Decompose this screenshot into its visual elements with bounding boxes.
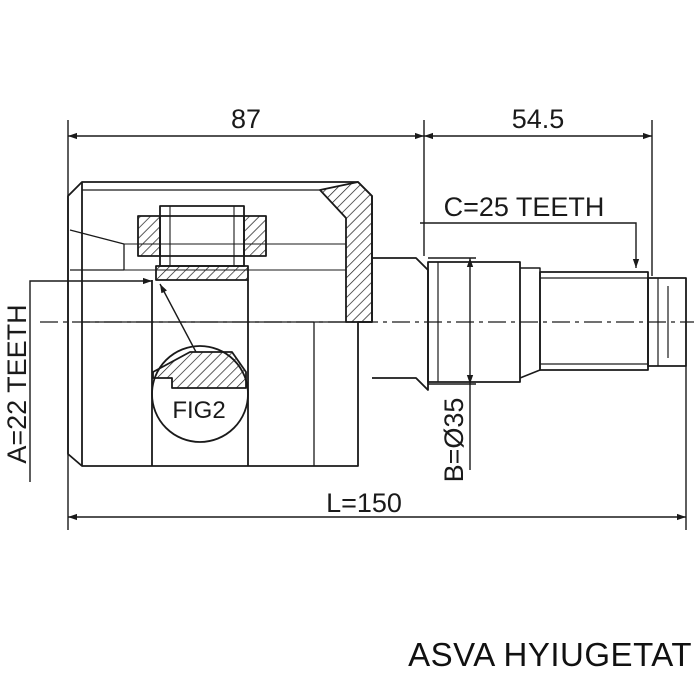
shaft-neck bbox=[372, 257, 429, 391]
tripod-roller-right-hatch bbox=[243, 215, 267, 257]
fig2-leader bbox=[159, 283, 197, 353]
shaft-spline bbox=[539, 271, 649, 371]
dim-inner-spline-label: A=22 TEETH bbox=[2, 304, 32, 463]
dim-length-label: L=150 bbox=[326, 488, 402, 518]
tripod-roller bbox=[159, 205, 245, 267]
fig2-label: FIG2 bbox=[172, 397, 225, 424]
fig2-detail-circle bbox=[151, 345, 249, 443]
product-caption: ASVA HYIUGETAT bbox=[408, 636, 692, 673]
dim-87-label: 87 bbox=[231, 104, 261, 134]
inner-spline-band bbox=[155, 265, 249, 281]
dim-outer-spline-leader bbox=[420, 222, 640, 268]
dim-diameter-label: B=Ø35 bbox=[439, 398, 469, 483]
housing-wall-hatch bbox=[319, 181, 373, 323]
dim-inner-spline-leader bbox=[29, 277, 152, 482]
dim-54-5-label: 54.5 bbox=[512, 104, 565, 134]
tripod-roller-left-hatch bbox=[137, 215, 161, 257]
dim-outer-spline-label: C=25 TEETH bbox=[444, 192, 605, 222]
